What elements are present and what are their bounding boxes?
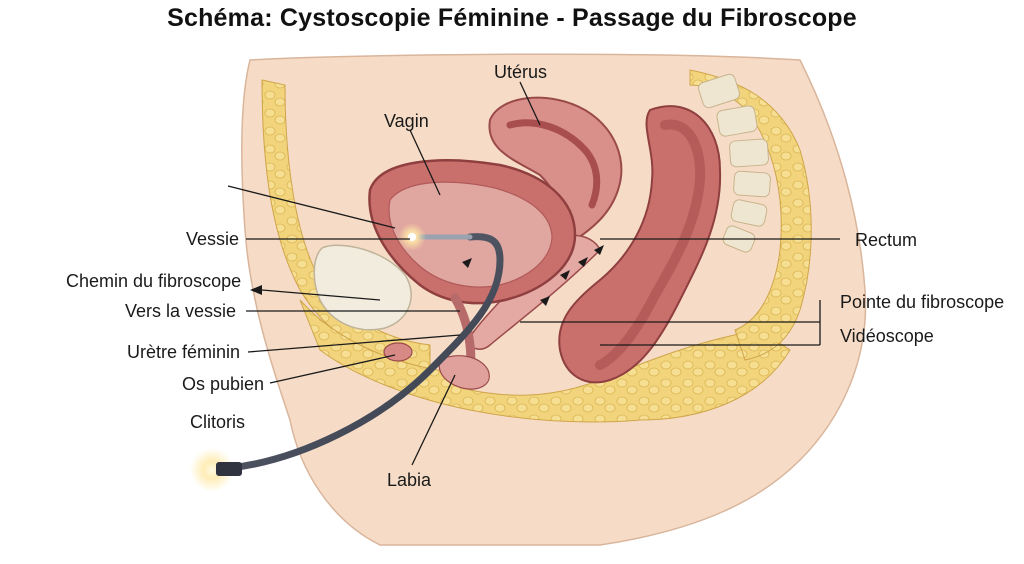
vagina — [467, 234, 601, 350]
diagram-title: Schéma: Cystoscopie Féminine - Passage d… — [167, 4, 857, 32]
label-pointe: Pointe du fibroscope — [840, 292, 1005, 312]
label-uretre: Urètre féminin — [127, 342, 241, 362]
uterus — [488, 96, 623, 242]
spine-vertebrae — [697, 73, 771, 253]
label-uterus: Utérus — [494, 62, 548, 82]
label-rectum: Rectum — [855, 230, 918, 250]
label-chemin: Chemin du fibroscope — [66, 271, 242, 291]
label-videoscope: Vidéoscope — [840, 326, 934, 346]
rectum — [558, 105, 722, 384]
label-labia: Labia — [387, 470, 432, 490]
label-clitoris: Clitoris — [190, 412, 246, 432]
scope-handle — [216, 462, 242, 476]
label-vessie: Vessie — [186, 229, 240, 249]
label-vers-vessie: Vers la vessie — [125, 301, 237, 321]
fibroscope-cable — [226, 233, 504, 472]
label-os-pubien: Os pubien — [182, 374, 265, 394]
clitoris — [383, 342, 413, 362]
leader-lines — [227, 81, 840, 466]
label-vagin: Vagin — [384, 111, 429, 131]
fibroscope-path-arrows — [462, 245, 604, 306]
pubic-bone — [313, 244, 412, 331]
scope-handle-light — [190, 448, 234, 492]
